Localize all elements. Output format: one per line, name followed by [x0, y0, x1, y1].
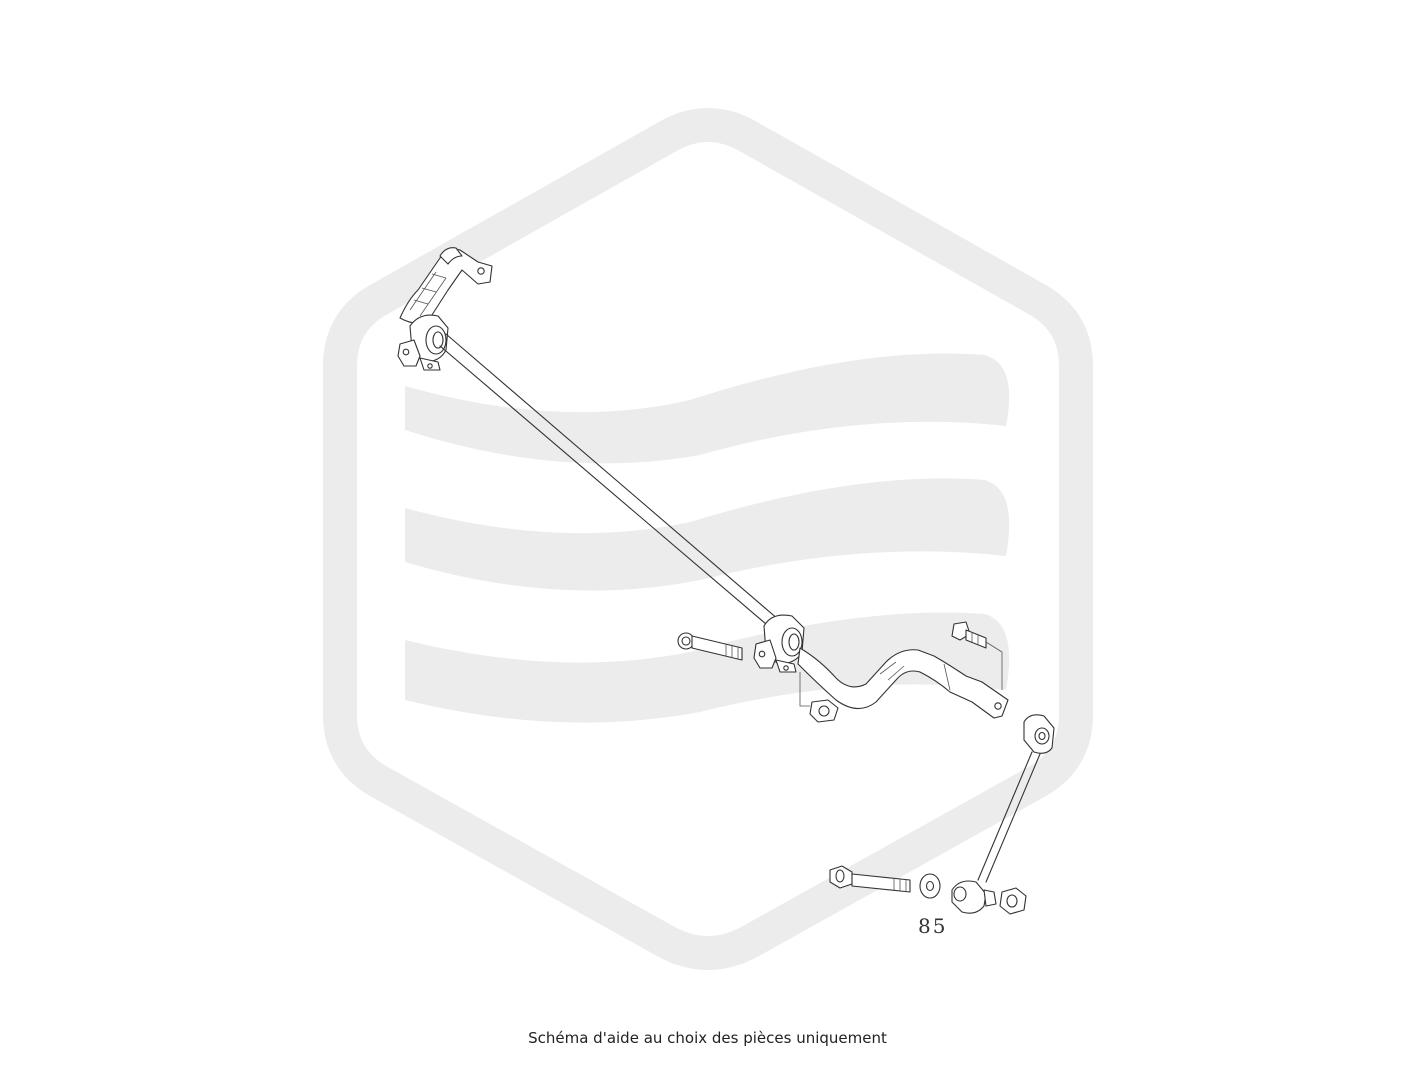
bushing-bolt [677, 632, 743, 661]
part-number-label[interactable]: 85 [918, 914, 947, 938]
link-upper-bolt [951, 621, 1003, 690]
link-lower-bolt [829, 865, 911, 893]
stabilizer-link [951, 714, 1055, 914]
link-nut [999, 887, 1027, 915]
logo-watermark-icon [323, 108, 1093, 970]
diagram-caption: Schéma d'aide au choix des pièces unique… [528, 1029, 887, 1047]
left-bushing [397, 314, 449, 371]
bushing-nut [799, 672, 839, 723]
right-bushing [753, 614, 805, 673]
right-arm-eye [994, 702, 1002, 710]
bar-right-arm [797, 647, 1009, 719]
bar-left-arm [399, 247, 493, 324]
left-arm-eye [477, 267, 485, 275]
stabilizer-bar-main [439, 333, 787, 637]
washer [919, 873, 941, 899]
